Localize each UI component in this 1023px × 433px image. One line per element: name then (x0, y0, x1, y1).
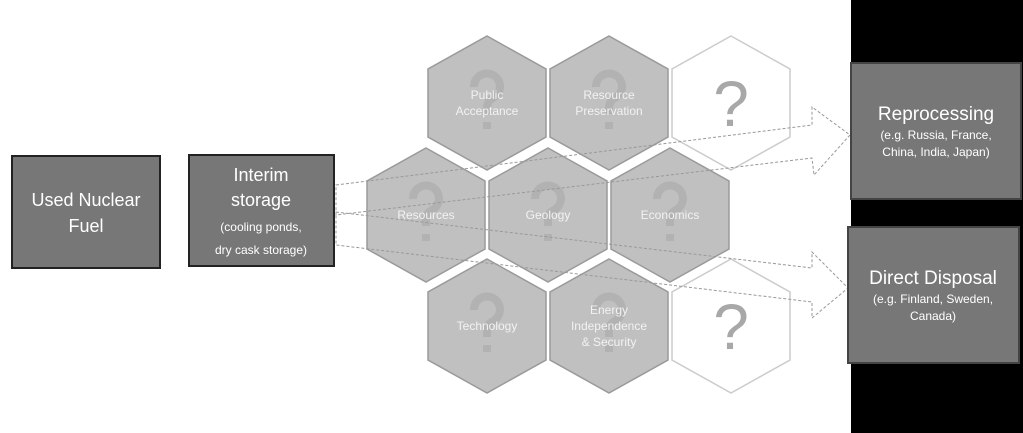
direct-disposal-title: Direct Disposal (869, 268, 997, 289)
reprocessing-sub-2: China, India, Japan) (882, 145, 989, 159)
question-mark-icon: ? (713, 68, 749, 140)
interim-storage-box: Interim storage (cooling ponds, dry cask… (188, 154, 335, 267)
hexagon-label: Resource (583, 88, 635, 102)
hexagon-label: Preservation (575, 104, 642, 118)
reprocessing-title: Reprocessing (878, 104, 994, 125)
question-mark-icon (592, 292, 626, 352)
used-nuclear-fuel-box: Used Nuclear Fuel (11, 155, 161, 269)
question-mark-icon (531, 181, 565, 241)
hexagon-label: Technology (457, 319, 518, 333)
hexagon-shape (671, 258, 791, 394)
hexagon-geology: Geology (488, 147, 608, 283)
arrow-to-direct-disposal (335, 211, 849, 320)
direct-disposal-sub-1: (e.g. Finland, Sweden, (873, 292, 993, 306)
question-mark-icon: ? (713, 291, 749, 363)
used-fuel-label-1: Used Nuclear (31, 190, 140, 210)
hexagon-label: Resources (397, 208, 454, 222)
empty-hexagon: ? (671, 258, 791, 394)
direct-disposal-sub-2: Canada) (910, 309, 956, 323)
hexagon-resources: Resources (366, 147, 486, 283)
reprocessing-sub-1: (e.g. Russia, France, (880, 128, 991, 142)
arrows (335, 106, 851, 320)
question-mark-icon (592, 69, 626, 129)
hexagon-label: Independence (571, 319, 647, 333)
hexagon-label: Acceptance (456, 104, 519, 118)
empty-hexagon: ? (671, 35, 791, 171)
hexagon-label: Energy (590, 303, 628, 317)
used-fuel-label-2: Fuel (68, 216, 103, 236)
question-mark-icon (470, 69, 504, 129)
hexagon-label: Public (471, 88, 504, 102)
question-mark-icon (470, 292, 504, 352)
interim-sub-1: (cooling ponds, (220, 220, 301, 234)
hexagon-label: Economics (641, 208, 700, 222)
hexagon-economics: Economics (610, 147, 730, 283)
hexagon-technology: Technology (427, 258, 547, 394)
reprocessing-box: Reprocessing (e.g. Russia, France, China… (850, 62, 1022, 200)
direct-disposal-box: Direct Disposal (e.g. Finland, Sweden, C… (847, 226, 1020, 364)
hexagon-label: & Security (582, 335, 637, 349)
question-mark-icon (653, 181, 687, 241)
interim-title-1: Interim (233, 165, 288, 185)
hexagon-shape (671, 35, 791, 171)
factor-hexagons: PublicAcceptanceResourcePreservation?Res… (366, 35, 791, 394)
interim-title-2: storage (231, 190, 291, 210)
question-mark-icon (409, 181, 443, 241)
arrow-to-reprocessing (335, 106, 851, 216)
hexagon-label: Geology (526, 208, 571, 222)
interim-sub-2: dry cask storage) (215, 243, 307, 257)
